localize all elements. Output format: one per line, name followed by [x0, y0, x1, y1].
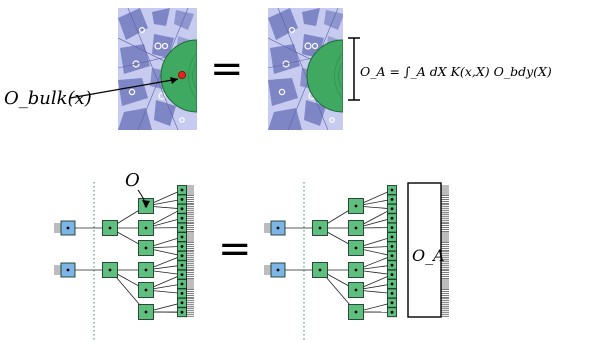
tensor-node-dot — [354, 226, 358, 230]
leaf-tensor-dot — [180, 226, 184, 230]
tensor-node-dot — [318, 226, 322, 230]
leaf-tensor-dot — [390, 310, 394, 314]
input-tensor-dot — [66, 268, 70, 272]
tensor-node-dot — [354, 246, 358, 250]
boundary-operator-label: O_A — [412, 246, 445, 265]
tensor-network-left — [54, 182, 194, 341]
leaf-tensor-dot — [390, 273, 394, 276]
bulk-pointer-arrowhead — [170, 77, 178, 84]
operator-label: O — [125, 170, 140, 191]
boundary-region-bracket — [348, 37, 360, 101]
bulk-tiling-left — [118, 8, 197, 130]
tensor-node-dot — [144, 268, 148, 272]
leaf-tensor-dot — [180, 188, 184, 192]
leaf-tensor-dot — [390, 207, 394, 211]
tensor-node-dot — [354, 204, 358, 208]
leaf-tensor-dot — [390, 282, 394, 286]
input-tensor-dot — [276, 226, 280, 230]
bulk-pointer-arrow — [69, 78, 179, 99]
operator-pointer-arrowhead — [142, 200, 150, 208]
tensor-node-dot — [144, 288, 148, 292]
tensor-node-dot — [144, 310, 148, 314]
input-tensor-dot — [66, 226, 70, 230]
leaf-tensor-dot — [180, 310, 184, 314]
leaf-tensor-dot — [180, 301, 184, 305]
leaf-tensor-dot — [390, 292, 394, 295]
tensor-node-dot — [144, 246, 148, 250]
leaf-tensor-dot — [180, 235, 184, 239]
reconstruction-formula: O_A = ∫_A dX K(x,X) O_bdy(X) — [360, 64, 552, 79]
leaf-tensor-dot — [390, 188, 394, 192]
bulk-point — [177, 71, 186, 80]
leaf-tensor-dot — [180, 216, 184, 220]
leaf-tensor-dot — [390, 216, 394, 220]
leaf-tensor-dot — [390, 235, 394, 239]
input-tensor-dot — [276, 268, 280, 272]
leaf-tensor-dot — [180, 207, 184, 211]
leaf-tensor-dot — [180, 282, 184, 286]
top-equals-sign: = — [210, 46, 244, 92]
leaf-tensor-dot — [390, 301, 394, 305]
tensor-network-right — [264, 182, 449, 341]
leaf-tensor-dot — [390, 254, 394, 258]
leaf-tensor-dot — [180, 245, 184, 248]
bulk-operator-label: O_bulk(x) — [4, 88, 92, 109]
tensor-node-dot — [318, 268, 322, 272]
leaf-tensor-dot — [180, 254, 184, 258]
tensor-node-dot — [354, 288, 358, 292]
tensor-node-dot — [108, 268, 112, 272]
leaf-tensor-dot — [180, 263, 184, 267]
tensor-node-dot — [354, 268, 358, 272]
bottom-equals-sign: = — [218, 226, 252, 272]
leaf-tensor-dot — [390, 198, 394, 201]
leaf-tensor-dot — [180, 198, 184, 201]
entanglement-wedge-right — [306, 39, 343, 113]
boundary-operator-box — [407, 182, 442, 318]
leaf-tensor-dot — [180, 273, 184, 276]
leaf-tensor-dot — [390, 226, 394, 230]
leaf-tensor-dot — [180, 292, 184, 295]
bulk-tiling-right — [268, 8, 343, 130]
leaf-tensor-dot — [390, 263, 394, 267]
tensor-node-dot — [108, 226, 112, 230]
tensor-node-dot — [144, 226, 148, 230]
tensor-node-dot — [354, 310, 358, 314]
leaf-tensor-dot — [390, 245, 394, 248]
